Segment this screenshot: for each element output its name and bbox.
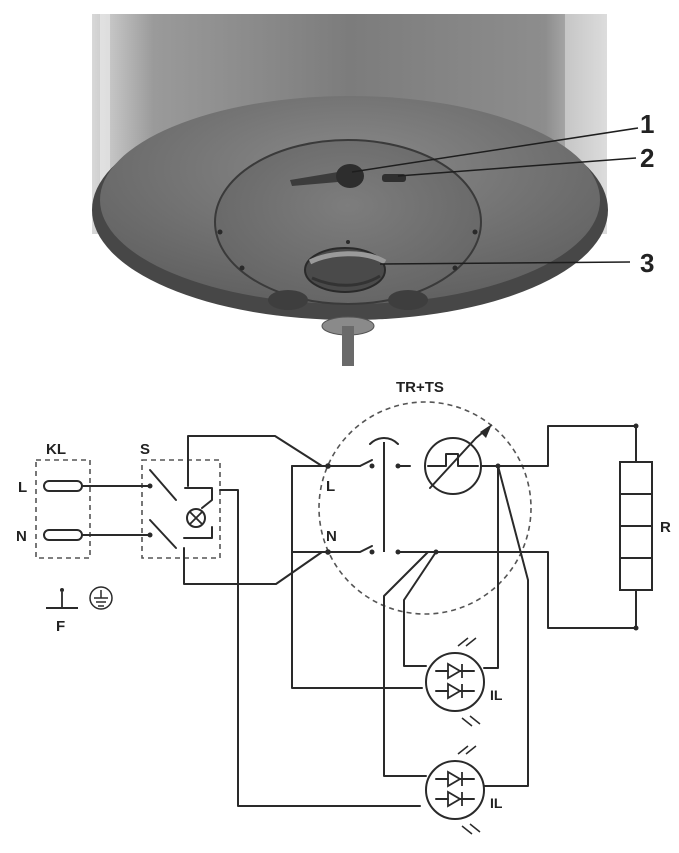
indicator-label-1: IL <box>490 687 503 703</box>
indicator-lamp-1: IL <box>425 637 503 727</box>
indicator-label-2: IL <box>490 795 503 811</box>
indicator-lamp-2: IL <box>425 745 503 835</box>
line-terminal-label: L <box>18 479 27 496</box>
terminal-block-label: KL <box>46 441 66 458</box>
power-switch <box>336 164 364 188</box>
wiring-schematic: KL L N S F <box>16 379 671 835</box>
thermostat-cutout <box>424 424 492 495</box>
neutral-terminal-label: N <box>16 528 27 545</box>
thermostat-boundary <box>318 401 532 615</box>
heater-label: R <box>660 519 671 536</box>
callout-3: 3 <box>640 248 654 278</box>
thermostat-label: TR+TS <box>396 379 444 396</box>
ground-label: F <box>56 618 65 635</box>
outlet-pipe <box>342 326 354 366</box>
ground-symbol: F <box>46 588 78 635</box>
switch-label: S <box>140 441 150 458</box>
terminal-block <box>35 459 91 559</box>
thermostat-neutral-label: N <box>326 528 337 545</box>
callout-2: 2 <box>640 143 654 173</box>
thermostat-line-label: L <box>326 478 335 495</box>
heating-element: R <box>619 423 671 631</box>
earth-icon <box>89 586 113 610</box>
main-switch-box <box>141 459 221 559</box>
callout-1: 1 <box>640 109 654 139</box>
water-heater-illustration: 1 2 3 <box>92 14 654 366</box>
